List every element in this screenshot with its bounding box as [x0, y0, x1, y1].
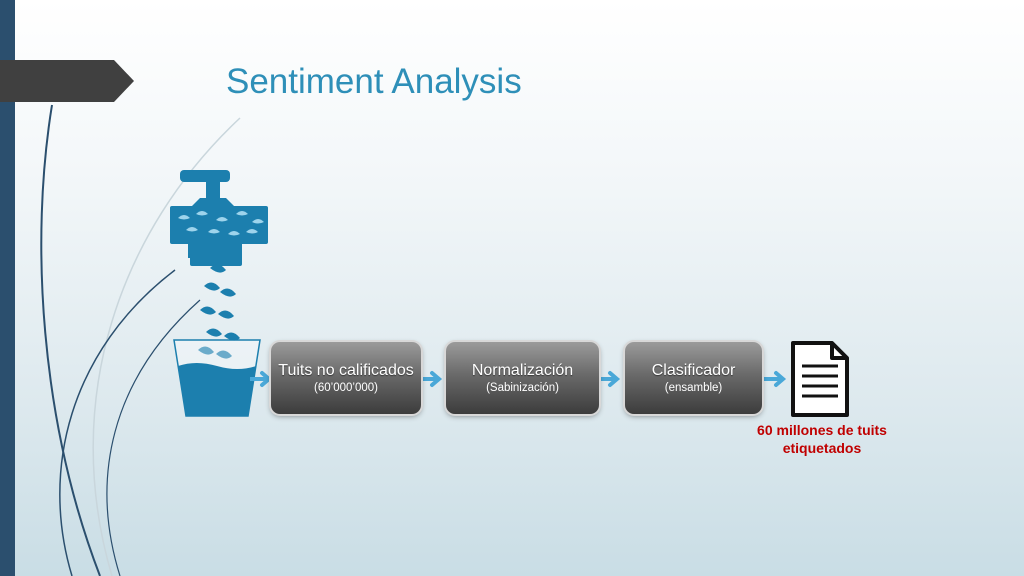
title-tab-shape — [0, 60, 134, 102]
left-accent-bar — [0, 0, 15, 576]
step-sublabel: (60’000’000) — [314, 382, 378, 394]
step-label: Normalización — [471, 362, 574, 379]
arrow-icon — [420, 371, 443, 387]
process-step-normalization: Normalización (Sabinización) — [446, 342, 599, 414]
arrow-icon — [764, 371, 787, 387]
bucket-icon — [173, 339, 261, 417]
document-icon — [791, 341, 849, 417]
process-step-classifier: Clasificador (ensamble) — [625, 342, 762, 414]
slide-title: Sentiment Analysis — [226, 62, 522, 101]
process-step-unrated-tweets: Tuits no calificados (60’000’000) — [271, 342, 421, 414]
faucet-with-birds-icon — [170, 170, 268, 266]
step-sublabel: (ensamble) — [664, 382, 723, 394]
arrow-icon — [250, 371, 273, 387]
step-sublabel: (Sabinización) — [486, 382, 559, 394]
arrow-icon — [598, 371, 621, 387]
step-label: Clasificador — [651, 362, 736, 379]
step-label: Tuits no calificados — [278, 362, 414, 379]
result-label: 60 millones de tuits etiquetados — [757, 422, 887, 456]
falling-birds-icon — [198, 264, 240, 359]
decorative-curves — [40, 104, 241, 576]
